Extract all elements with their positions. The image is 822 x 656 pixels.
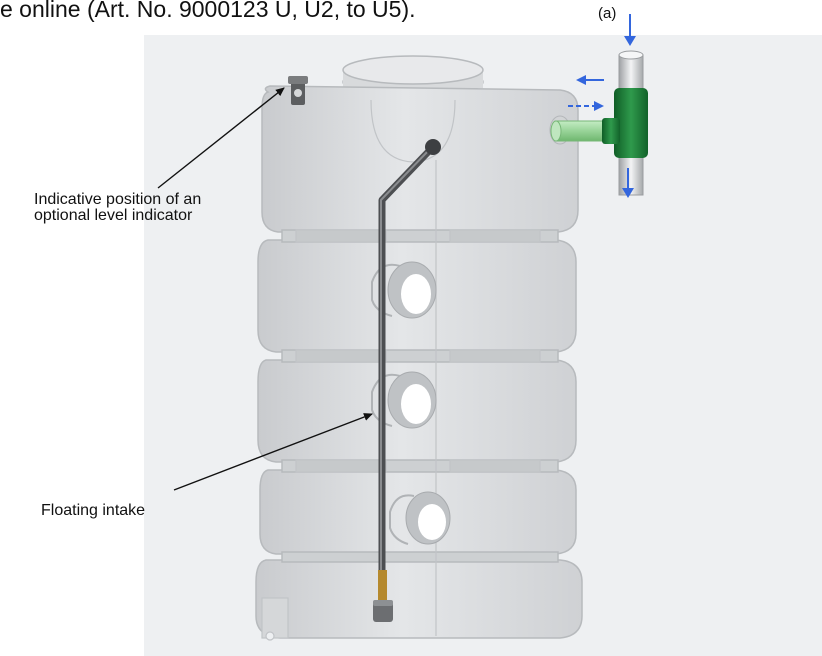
floating-intake [373, 139, 441, 622]
tank-body [255, 55, 583, 639]
flow-arrows [568, 14, 636, 198]
header-text: e online (Art. No. 9000123 U, U2, to U5)… [0, 0, 416, 22]
tank-inner-details [261, 99, 541, 641]
level-indicator-leader [157, 87, 285, 189]
level-indicator-label: Indicative position of an optional level… [34, 191, 202, 224]
connection-a-label: (a) [598, 5, 617, 22]
floating-intake-leader [173, 413, 373, 491]
level-indicator [288, 76, 308, 105]
downpipe-tee [602, 50, 648, 196]
floating-intake-label: Floating intake [41, 502, 146, 519]
internal-openings [371, 261, 451, 545]
